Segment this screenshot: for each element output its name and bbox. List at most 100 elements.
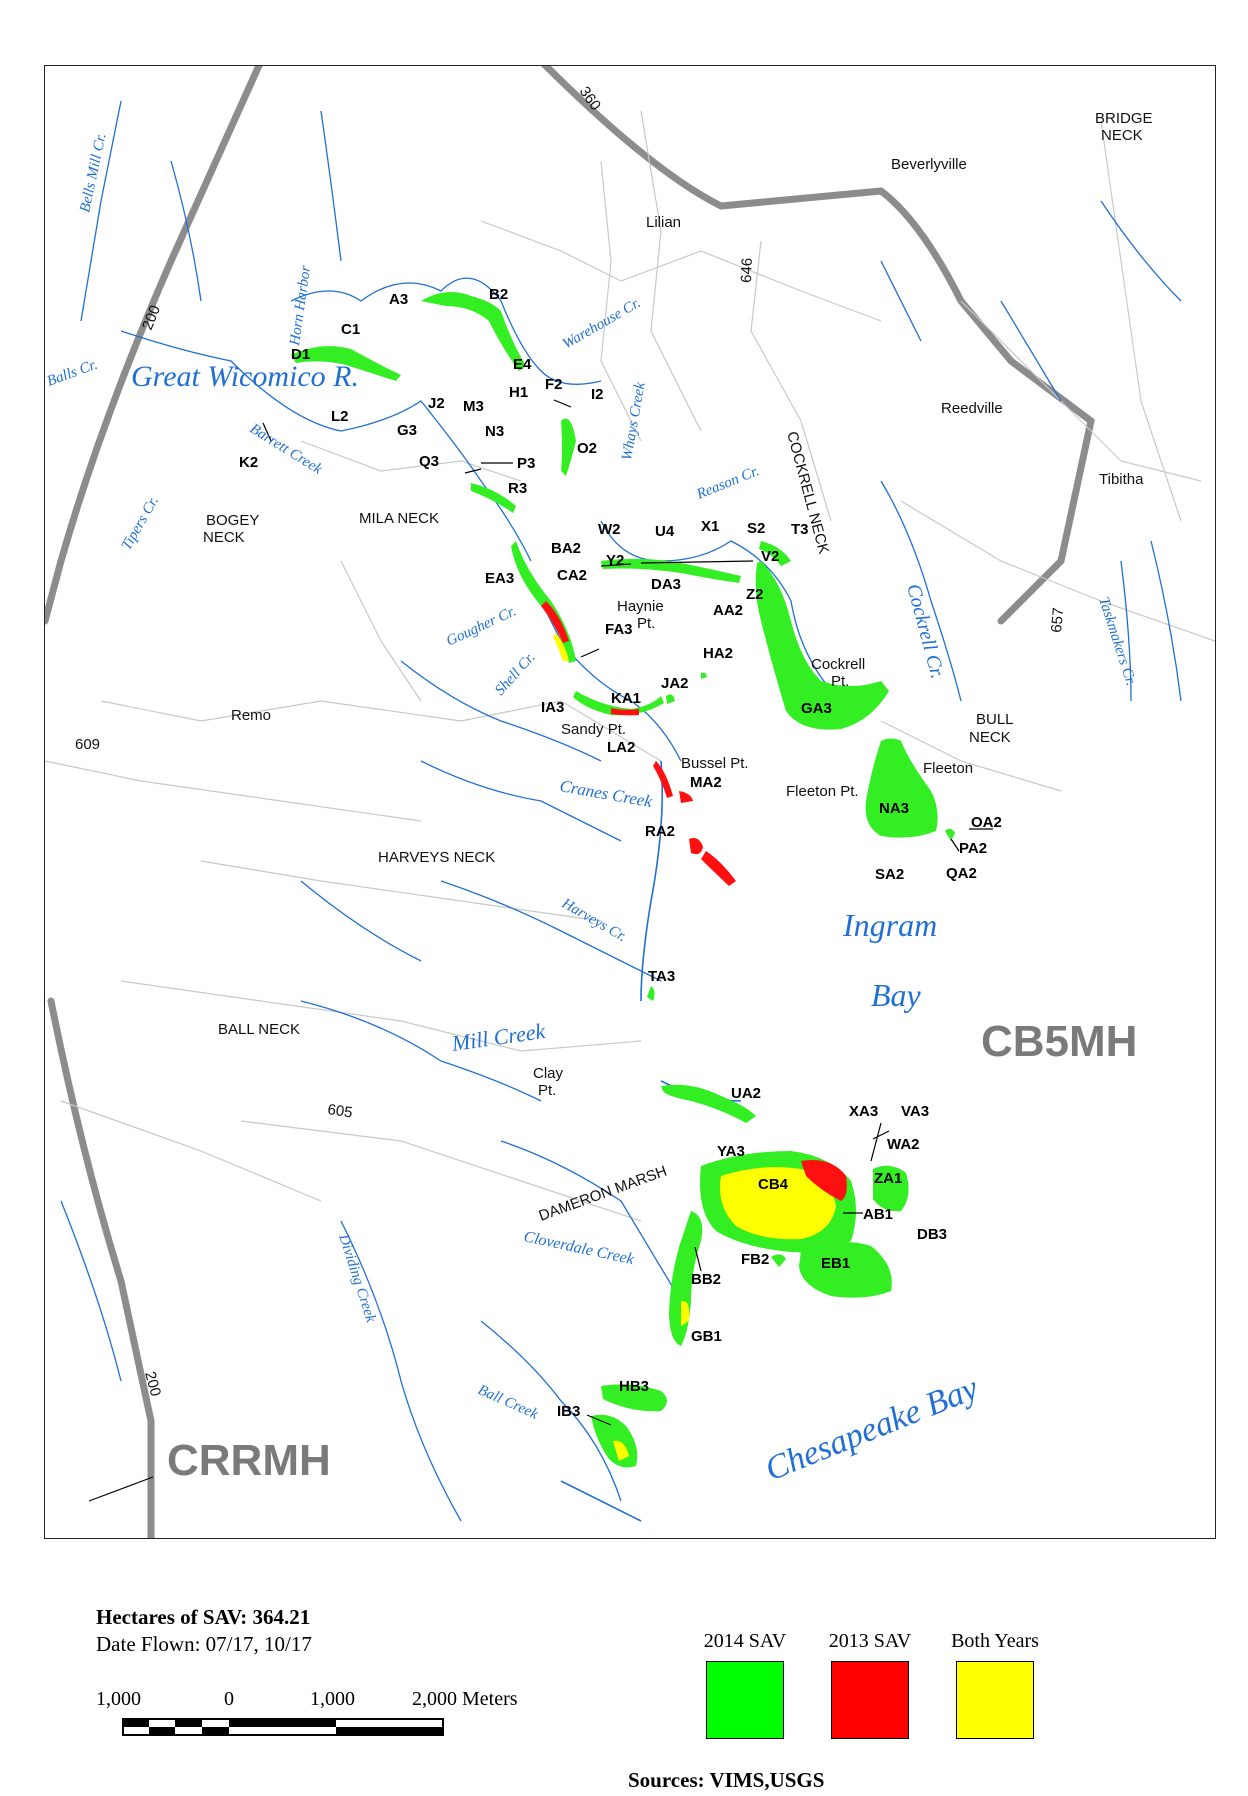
place-fleeton: Fleeton [923, 760, 973, 777]
sav-ea3-fa3 [511, 541, 576, 663]
sav-ka1-red [611, 708, 639, 716]
site-label: XA3 [849, 1103, 878, 1120]
site-label: TA3 [648, 968, 675, 985]
sav-eb1 [799, 1242, 892, 1298]
sav-na3 [865, 738, 938, 838]
station-cb5mh: CB5MH [981, 1017, 1137, 1066]
site-label: L2 [331, 408, 349, 425]
site-label: WA2 [887, 1136, 920, 1153]
legend-label: 2014 SAV [703, 1630, 787, 1652]
sav-ea3-yellow [553, 633, 569, 661]
site-label: DB3 [917, 1226, 947, 1243]
site-label: Y2 [606, 552, 624, 569]
station-crrmh: CRRMH [167, 1436, 331, 1485]
sav-cb4-yellow [720, 1167, 836, 1240]
site-label: K2 [239, 454, 258, 471]
water-reason-cr: Reason Cr. [694, 463, 762, 503]
major-roads [45, 66, 1095, 1538]
sav-ja2 [666, 694, 675, 704]
sav-ma2-b [679, 791, 693, 803]
site-label: FB2 [741, 1251, 769, 1268]
site-label: Q3 [419, 453, 439, 470]
road-number-200-south: 200 [141, 1370, 164, 1399]
road-200-south [47, 997, 155, 1538]
site-label: N3 [485, 423, 504, 440]
sav-v2-aa2 [601, 558, 741, 583]
site-label: DA3 [651, 576, 681, 593]
scale-bar [122, 1718, 444, 1736]
sav-cb4-red [801, 1160, 847, 1201]
water-cranes-creek: Cranes Creek [558, 776, 654, 811]
site-label: W2 [598, 521, 621, 538]
site-label: LA2 [607, 739, 635, 756]
place-beverlyville: Beverlyville [891, 156, 967, 173]
site-label: J2 [428, 395, 445, 412]
sav-za1 [873, 1165, 909, 1212]
place-bull-neck: NECK [969, 729, 1011, 746]
station-labels: CB5MH CRRMH [167, 1017, 1137, 1485]
site-label: G3 [397, 422, 417, 439]
site-label: RA2 [645, 823, 675, 840]
site-label: FA3 [605, 621, 633, 638]
site-label: Z2 [746, 586, 764, 603]
place-clay-pt: Pt. [538, 1082, 556, 1099]
site-label: GB1 [691, 1328, 722, 1345]
sav-ta3 [647, 986, 655, 1001]
leader-lines [88, 399, 993, 1502]
water-horn-harbor: Horn Harbor [287, 265, 314, 348]
sav-bb2-gb1 [669, 1211, 703, 1346]
site-label: OA2 [971, 814, 1002, 831]
site-label: IA3 [541, 699, 564, 716]
site-label: NA3 [879, 800, 909, 817]
site-label: U4 [655, 523, 675, 540]
water-ball-creek: Ball Creek [475, 1382, 540, 1423]
site-label: C1 [341, 321, 360, 338]
road-number-200-north: 200 [139, 303, 164, 333]
sav-hb3 [601, 1384, 667, 1412]
water-taskmakers-cr: Taskmakers Cr. [1095, 595, 1139, 687]
sav-map: Great Wicomico R. Ingram Bay Chesapeake … [45, 66, 1215, 1538]
scale-label-zero: 0 [224, 1688, 234, 1710]
site-label: AB1 [863, 1206, 893, 1223]
site-label: QA2 [946, 865, 977, 882]
place-bogey-neck: NECK [203, 529, 245, 546]
site-label: O2 [577, 440, 597, 457]
place-ball-neck: BALL NECK [218, 1021, 300, 1038]
site-labels: A3 B2 C1 D1 E4 H1 F2 I2 J2 M3 L2 G3 N3 K… [239, 286, 1002, 1420]
site-label: YA3 [717, 1143, 745, 1160]
site-label: E4 [513, 356, 532, 373]
place-bussel-pt: Bussel Pt. [681, 755, 749, 772]
map-frame: Great Wicomico R. Ingram Bay Chesapeake … [44, 65, 1216, 1539]
place-reedville: Reedville [941, 400, 1003, 417]
legend-both-years: Both Years [940, 1630, 1050, 1739]
sav-ra2-b [701, 851, 736, 886]
place-remo: Remo [231, 707, 271, 724]
site-label: B2 [489, 286, 508, 303]
site-label: EA3 [485, 570, 514, 587]
site-label: I2 [591, 386, 604, 403]
place-mila-neck: MILA NECK [359, 510, 439, 527]
road-number-657: 657 [1048, 607, 1067, 633]
site-label: V2 [761, 548, 779, 565]
legend-swatch-both [956, 1661, 1034, 1739]
site-label: F2 [545, 376, 563, 393]
site-label: EB1 [821, 1255, 850, 1272]
water-bay: Bay [871, 977, 922, 1013]
sav-pa2 [945, 828, 955, 841]
place-dameron-marsh: DAMERON MARSH [537, 1163, 670, 1225]
place-tibitha: Tibitha [1099, 471, 1144, 488]
sav-ma2 [653, 761, 673, 798]
site-label: R3 [508, 480, 527, 497]
water-labels: Great Wicomico R. Ingram Bay Chesapeake … [45, 132, 1139, 1489]
place-harveys-neck: HARVEYS NECK [378, 849, 495, 866]
hectares-of-sav: Hectares of SAV: 364.21 [96, 1605, 311, 1629]
place-cockrell: Cockrell [811, 656, 865, 673]
sav-upper-river [291, 346, 401, 381]
sav-ga3-upper [759, 541, 791, 566]
site-label: GA3 [801, 700, 832, 717]
water-harveys-cr: Harveys Cr. [558, 895, 629, 945]
legend-2013-sav: 2013 SAV [815, 1630, 925, 1739]
site-label: P3 [517, 455, 535, 472]
water-great-wicomico: Great Wicomico R. [131, 360, 359, 393]
place-haynie: Haynie [617, 598, 664, 615]
